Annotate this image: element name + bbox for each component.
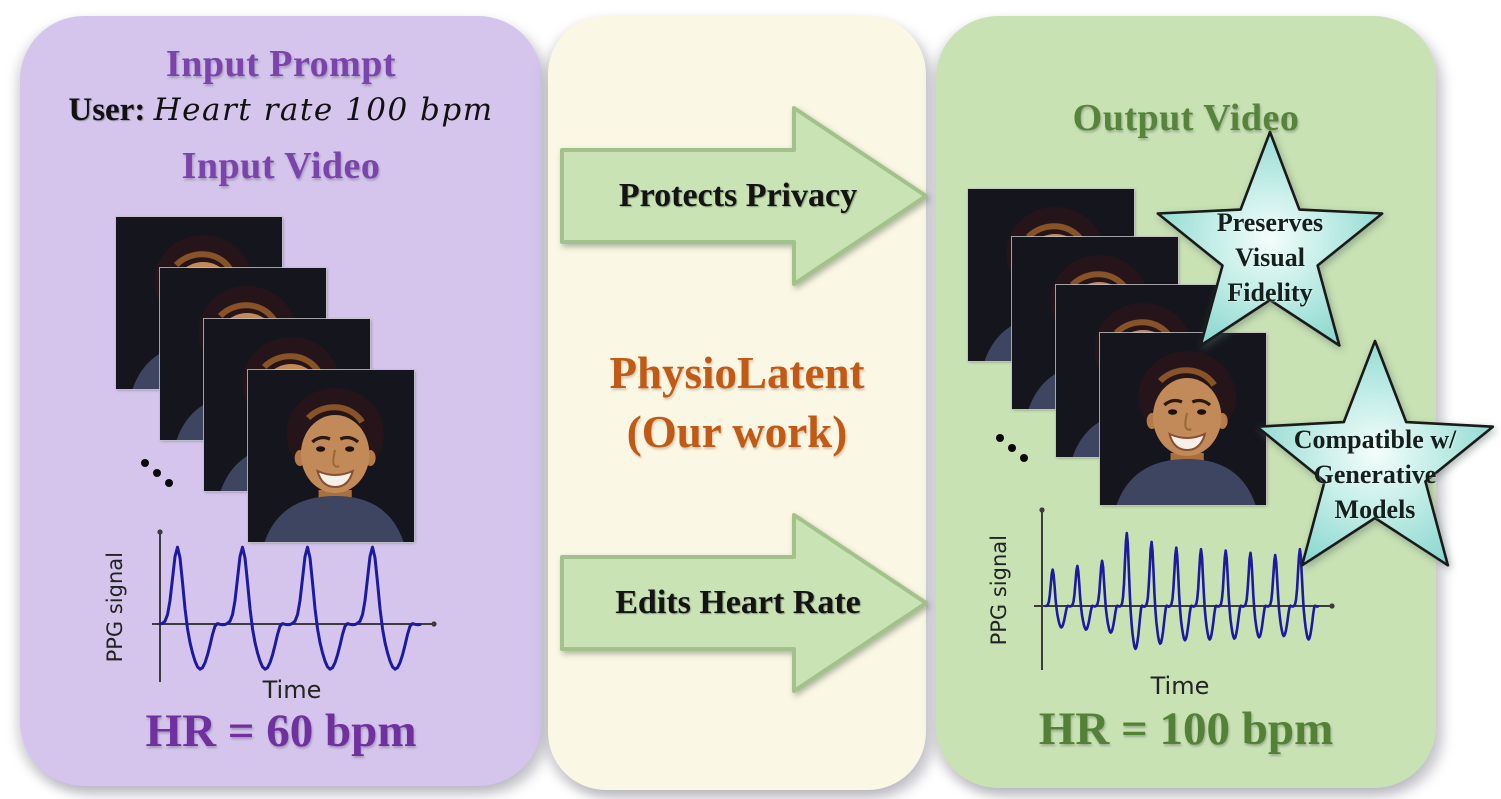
input-video-title: Input Video — [181, 145, 381, 187]
stylized-face-image — [248, 370, 414, 542]
ellipsis-dot — [1020, 454, 1028, 462]
ellipsis-dot — [165, 479, 173, 487]
video-frame-face-thumbnail — [247, 369, 415, 543]
input-hr-value: HR = 60 bpm — [145, 705, 417, 757]
output-hr-value: HR = 100 bpm — [1038, 703, 1334, 755]
arrow-shape — [560, 106, 928, 286]
y-axis-end-marker — [1039, 507, 1045, 513]
preserves-fidelity-star — [1150, 128, 1390, 374]
arrow-shape — [560, 513, 928, 693]
star-shape — [1156, 130, 1384, 347]
ellipsis-dot — [153, 469, 161, 477]
ellipsis-dot — [141, 459, 149, 467]
output-ppg-ylabel: PPG signal — [987, 534, 1011, 646]
input-video-frame-stack — [115, 216, 416, 547]
input-ppg-ylabel: PPG signal — [103, 551, 127, 663]
protects-privacy-label: Protects Privacy — [618, 177, 858, 214]
ellipsis-dot — [996, 434, 1004, 442]
user-prompt-text: Heart rate 100 bpm — [153, 92, 494, 128]
method-name-line2: (Our work) — [626, 407, 848, 457]
output-video-frame-stack — [967, 188, 1268, 509]
edits-heart-rate-label: Edits Heart Rate — [615, 584, 861, 621]
x-axis-end-marker — [431, 621, 437, 627]
ppg-waveform — [158, 545, 422, 671]
preserves-fidelity-text: Preserves Visual Fidelity — [1216, 208, 1324, 307]
user-label: User: — [68, 92, 146, 128]
x-axis-end-marker — [1329, 603, 1335, 609]
method-panel: PhysioLatent (Our work) — [548, 16, 926, 790]
stylized-face-image — [1100, 333, 1266, 505]
input-ppg-xlabel: Time — [262, 676, 322, 704]
input-panel: Input Prompt User: Heart rate 100 bpm In… — [20, 16, 542, 786]
video-frame-face-thumbnail — [1099, 332, 1267, 506]
compatible-generative-star — [1249, 337, 1501, 595]
output-ppg-plot — [1034, 507, 1335, 670]
output-video-title: Output Video — [1072, 97, 1300, 139]
output-ppg-xlabel: Time — [1150, 672, 1210, 700]
ppg-waveform — [1044, 531, 1320, 651]
compatible-generative-text: Compatible w/ Generative Models — [1293, 425, 1457, 524]
ellipsis-dot — [1008, 444, 1016, 452]
user-prompt-line: User: Heart rate 100 bpm — [20, 92, 542, 129]
method-name: PhysioLatent (Our work) — [548, 344, 926, 462]
y-axis-end-marker — [157, 529, 163, 535]
protects-privacy-arrow — [560, 106, 928, 286]
star-shape — [1255, 339, 1495, 567]
input-prompt-title: Input Prompt — [165, 43, 397, 85]
input-ppg-plot — [152, 529, 437, 682]
edits-heart-rate-arrow — [560, 513, 928, 693]
method-name-line1: PhysioLatent — [609, 348, 865, 398]
